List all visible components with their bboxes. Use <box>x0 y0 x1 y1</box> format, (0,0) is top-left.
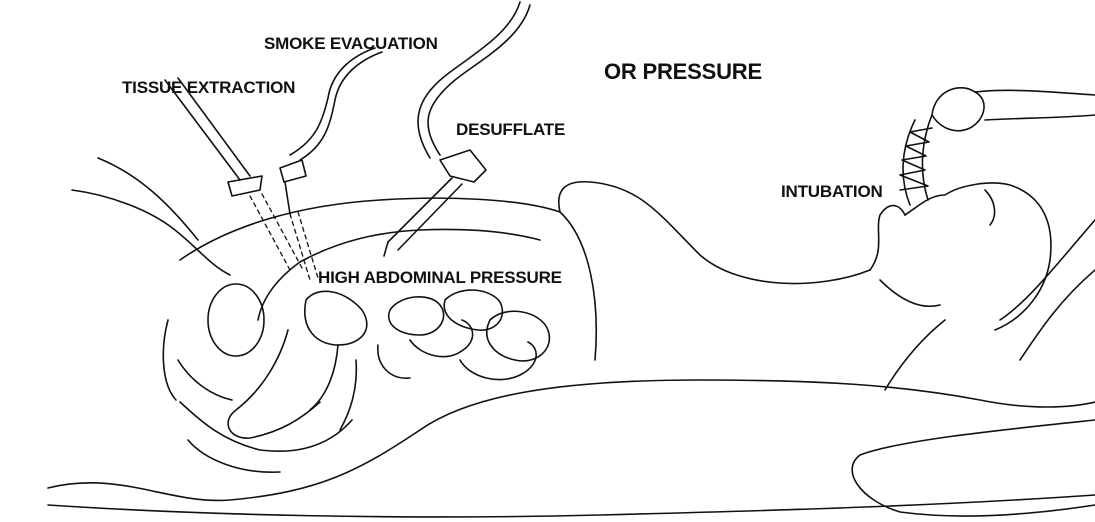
torso-lower <box>560 212 596 360</box>
smoke-evacuation-label: SMOKE EVACUATION <box>264 34 438 54</box>
bed-outline <box>48 495 1095 517</box>
bowel-loop-1 <box>389 297 444 335</box>
bowel-loop-6 <box>378 345 410 378</box>
tissue-extraction-inner-a <box>250 196 290 270</box>
tube-connector <box>932 88 984 131</box>
smoke-evac-inner-a <box>290 214 310 280</box>
thigh-top <box>72 190 230 275</box>
shoulder-line <box>880 280 940 306</box>
smoke-evac-tube-2 <box>290 48 375 155</box>
body-lower-outline <box>48 380 1095 500</box>
desufflate-shaft-b <box>398 184 462 250</box>
tissue-extraction-label: TISSUE EXTRACTION <box>122 78 295 98</box>
chin-line <box>885 320 945 390</box>
bowel-loop-2 <box>444 290 502 330</box>
smoke-evac-shaft <box>285 182 290 214</box>
intubation-label: INTUBATION <box>781 182 883 202</box>
bowel-loop-3 <box>487 311 550 361</box>
tissue-extraction-inner-b <box>262 194 302 268</box>
neck-line <box>870 206 905 270</box>
face-line <box>985 190 995 225</box>
abdomen-dome <box>180 198 560 260</box>
pelvic-floor-a <box>178 360 232 400</box>
trachea-rings <box>900 128 932 190</box>
desufflate-shaft-a <box>388 178 452 242</box>
tissue-extraction-port <box>228 176 262 196</box>
head-outline <box>905 183 1051 330</box>
tube-line-2 <box>985 115 1095 120</box>
desufflate-port <box>440 150 486 182</box>
smoke-evac-tube <box>300 52 382 160</box>
pelvic-floor-b <box>180 402 352 451</box>
uterus-stem <box>310 345 338 410</box>
tube-line <box>975 90 1095 95</box>
sacral-curve <box>340 360 356 430</box>
left-buttock <box>163 320 176 400</box>
high-abdominal-pressure-label: HIGH ABDOMINAL PRESSURE <box>318 268 562 288</box>
bladder <box>208 284 264 356</box>
uterus <box>305 291 367 345</box>
desufflate-tip <box>384 242 388 256</box>
desufflate-label: DESUFFLATE <box>456 120 565 140</box>
bowel-loop-4 <box>410 320 473 357</box>
smoke-evac-inner-b <box>298 212 318 278</box>
smoke-evac-port <box>280 160 306 182</box>
pelvic-floor-c <box>188 440 280 472</box>
rectum <box>228 330 320 438</box>
arm-lower <box>1020 270 1095 360</box>
or-pressure-label: OR PRESSURE <box>604 59 762 85</box>
